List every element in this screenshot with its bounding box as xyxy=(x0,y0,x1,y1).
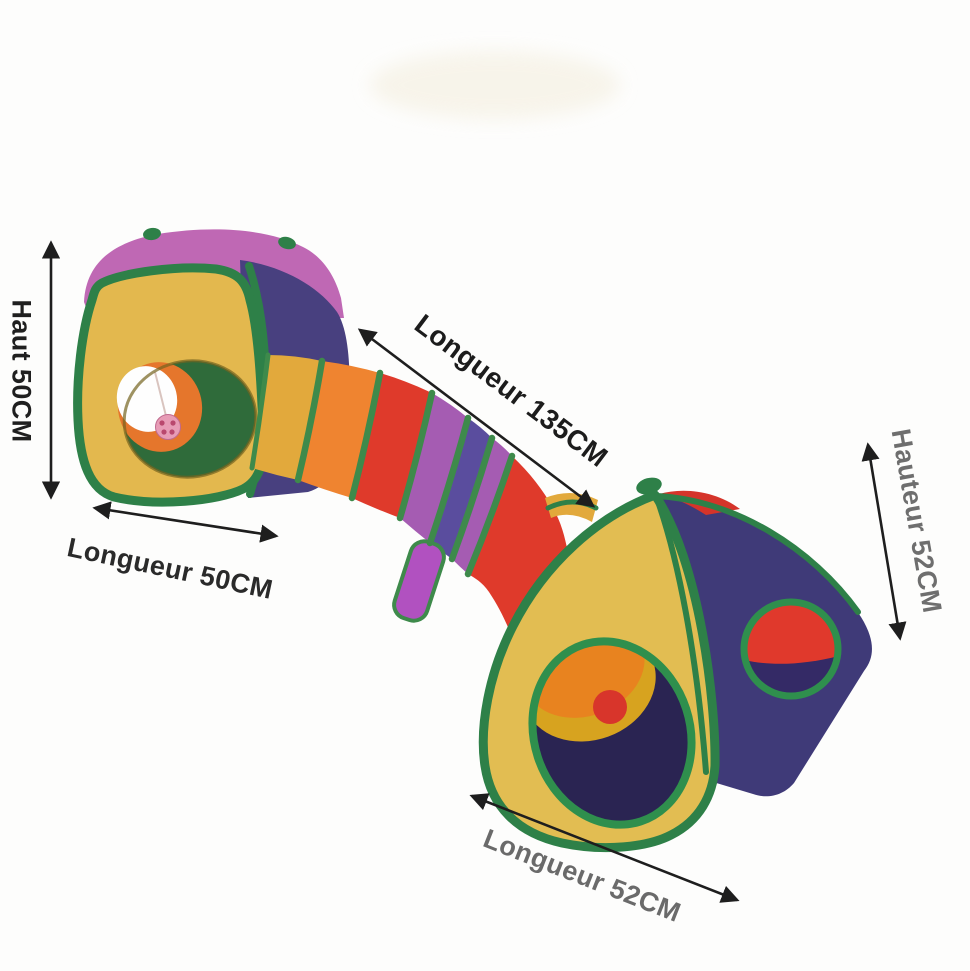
ball-dot xyxy=(161,429,167,435)
dimension-arrow-hauteur-tipi xyxy=(861,442,907,641)
pyramid-tent xyxy=(478,477,872,853)
hole-rim xyxy=(122,359,258,479)
ball-dot xyxy=(159,420,165,426)
hole-see-through xyxy=(116,366,178,432)
watermark-blur xyxy=(370,51,620,119)
cube-tent xyxy=(73,227,350,507)
dimension-arrow-longueur-tipi xyxy=(469,793,740,903)
hanging-ball xyxy=(155,414,181,440)
red-ball-inside xyxy=(593,690,627,724)
cube-corner-knob xyxy=(278,236,296,250)
dimension-arrow-longueur-cube xyxy=(92,501,279,543)
ball-dot xyxy=(170,420,176,426)
ball-string xyxy=(154,371,168,421)
ball-dot xyxy=(169,429,175,435)
dimension-arrows xyxy=(41,240,907,903)
tunnel-ring xyxy=(294,357,326,484)
tunnel-segment-gold xyxy=(252,355,322,480)
tunnel-ring xyxy=(249,352,271,471)
window-ring xyxy=(740,598,842,700)
cube-front-hole xyxy=(116,359,258,479)
tent-top-trim xyxy=(654,493,861,615)
cube-corner-knob xyxy=(143,227,161,241)
tunnel-window-patch xyxy=(392,539,446,623)
dimension-label-haut: Haut 50CM xyxy=(6,299,37,443)
tent-edge-trim xyxy=(653,493,709,775)
dimension-arrow-longueur-tunnel xyxy=(357,328,596,508)
tent-side-window xyxy=(740,598,842,700)
tent-front-hole xyxy=(522,620,696,829)
tent-apex-tab xyxy=(636,477,662,495)
